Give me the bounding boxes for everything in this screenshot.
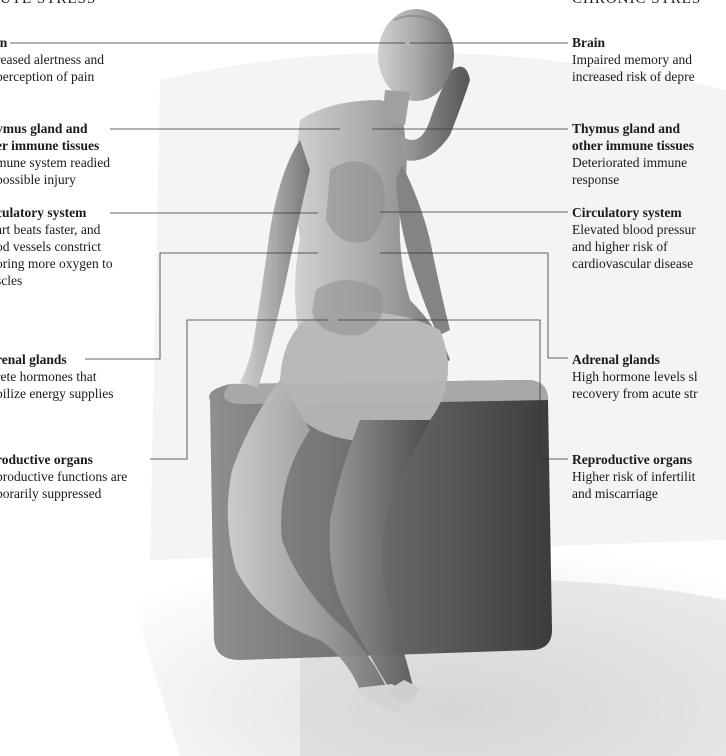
chronic-circulatory-label: Circulatory system Elevated blood pressu… xyxy=(572,204,696,272)
acute-brain-label: in reased alertness and perception of pa… xyxy=(0,34,104,85)
chronic-stress-heading: CHRONIC STRES xyxy=(572,0,701,8)
acute-stress-heading: UTE STRESS xyxy=(0,0,96,8)
chronic-reproductive-label: Reproductive organs Higher risk of infer… xyxy=(572,451,695,502)
acute-circulatory-label: culatory system art beats faster, and od… xyxy=(0,204,113,289)
acute-reproductive-label: roductive organs productive functions ar… xyxy=(0,451,127,502)
chronic-brain-label: Brain Impaired memory and increased risk… xyxy=(572,34,695,85)
acute-thymus-label: ymus gland and er immune tissues mune sy… xyxy=(0,120,110,188)
chronic-adrenal-label: Adrenal glands High hormone levels sl re… xyxy=(572,351,698,402)
chronic-thymus-label: Thymus gland and other immune tissues De… xyxy=(572,120,694,188)
acute-adrenal-label: renal glands rete hormones that bilize e… xyxy=(0,351,113,402)
